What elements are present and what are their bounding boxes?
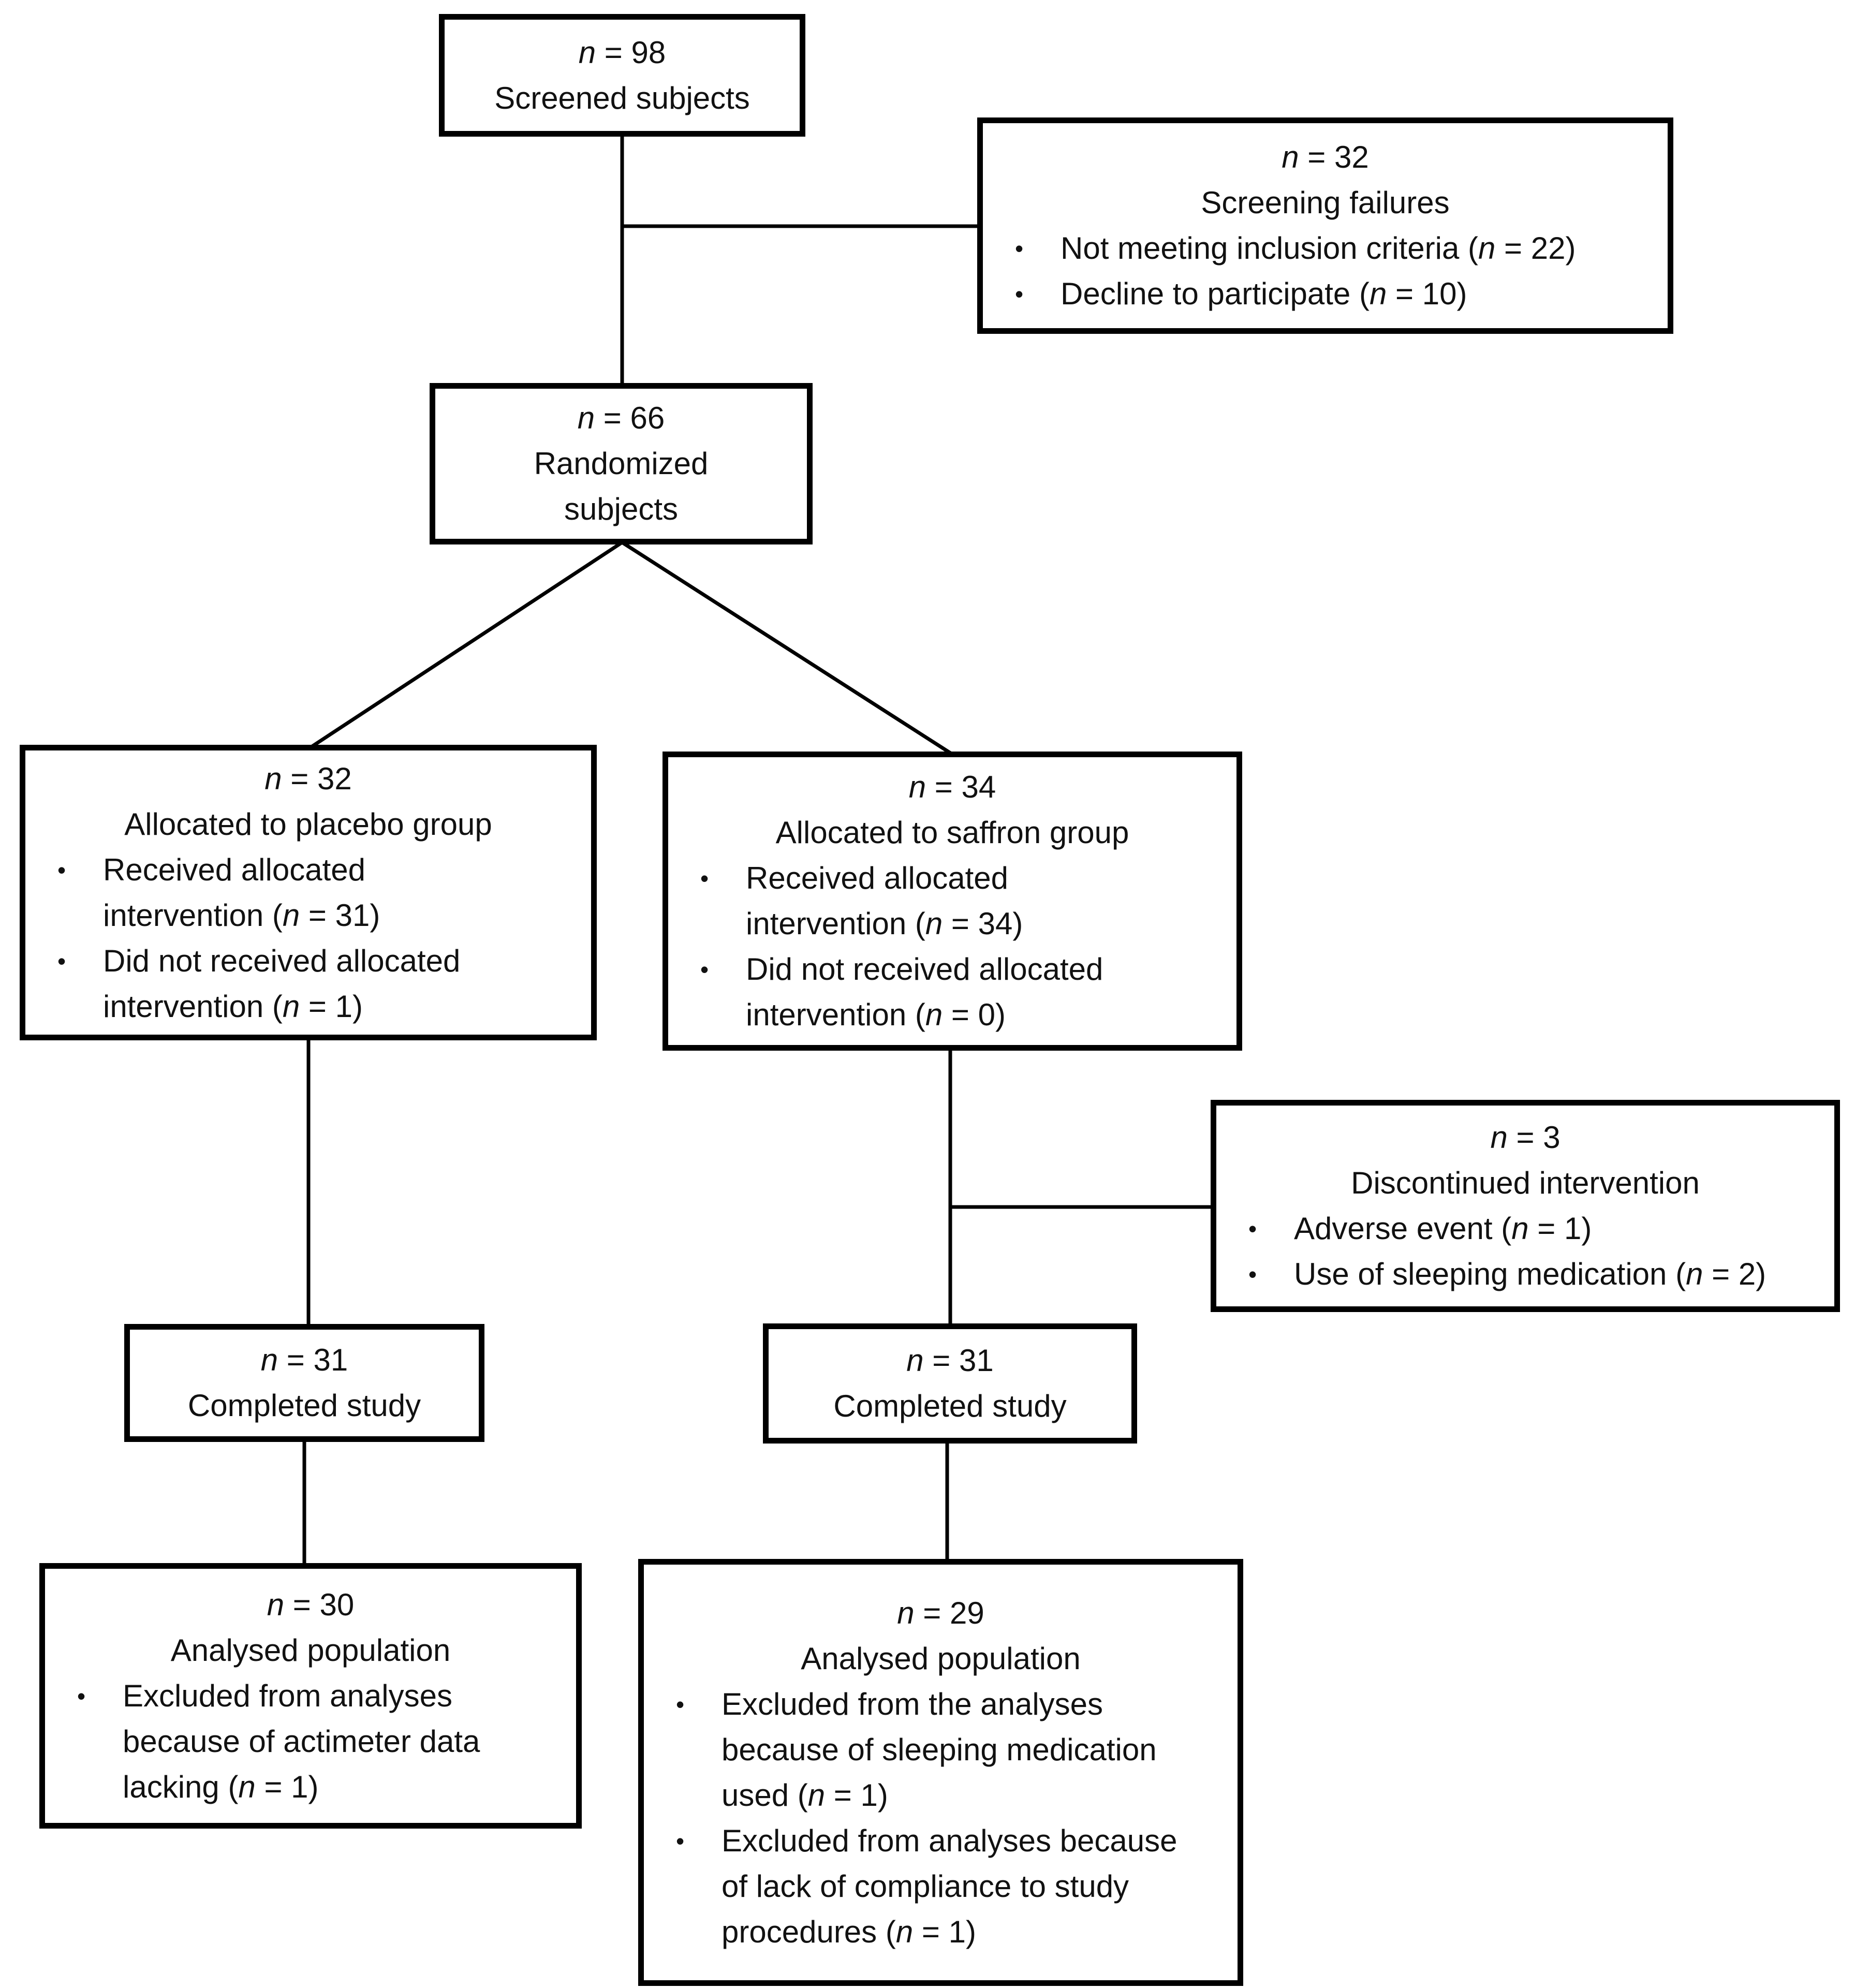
label-line: Analysed population [801,1641,1081,1676]
list-item: • Use of sleeping medication (n = 2) [1216,1251,1834,1297]
label-line: Completed study [187,1388,421,1423]
bullet-icon: • [676,1690,685,1718]
bullet-icon: • [700,956,709,983]
label-line: Allocated to saffron group [775,815,1129,850]
label-line: subjects [564,492,679,526]
bullet-icon: • [700,865,709,892]
bullet-icon: • [1015,281,1024,307]
bullet-icon: • [1248,1261,1257,1288]
list-item-text: Use of sleeping medication (n = 2) [1294,1257,1766,1291]
count-line: n = 31 [906,1343,994,1378]
count-line: n = 30 [267,1587,355,1622]
bullet-icon: • [1015,235,1024,262]
bullet-icon: • [676,1827,685,1854]
list-item: • Not meeting inclusion criteria (n = 22… [983,226,1668,271]
count-line: n = 31 [260,1343,348,1377]
label-line: Randomized [534,446,709,481]
list-item: • Adverse event (n = 1) [1216,1206,1834,1251]
bullet-icon: • [1248,1215,1257,1242]
count-line: n = 32 [1282,140,1369,174]
connector-randomized-to-placebo [310,541,623,749]
list-item-text: Decline to participate (n = 10) [1061,276,1467,311]
count-line: n = 29 [897,1595,984,1630]
count-line: n = 66 [577,401,665,435]
box-allocated-saffron: n = 34 Allocated to saffron group • Rece… [662,752,1242,1051]
box-allocated-placebo: n = 32 Allocated to placebo group • Rece… [20,745,597,1040]
label-line: Screened subjects [494,80,750,115]
label-line: Completed study [833,1389,1067,1423]
count-line: n = 98 [578,35,666,70]
box-screening-failures: n = 32 Screening failures • Not meeting … [977,117,1673,334]
box-completed-study-placebo: n = 31 Completed study [124,1324,484,1442]
bullet-icon: • [77,1682,86,1710]
label-line: Allocated to placebo group [124,806,492,842]
box-randomized-subjects: n = 66 Randomized subjects [430,383,813,544]
count-line: n = 32 [264,761,352,796]
bullet-icon: • [57,947,66,975]
label-line: Discontinued intervention [1351,1166,1700,1200]
box-discontinued-intervention: n = 3 Discontinued intervention • Advers… [1211,1100,1840,1312]
box-analysed-population-saffron: n = 29 Analysed population • Excluded fr… [638,1559,1243,1986]
count-line: n = 3 [1490,1120,1560,1155]
box-completed-study-saffron: n = 31 Completed study [763,1323,1137,1444]
list-item-text: Adverse event (n = 1) [1294,1211,1592,1246]
bullet-icon: • [57,856,66,883]
count-line: n = 34 [908,770,996,804]
list-item-text: Not meeting inclusion criteria (n = 22) [1061,231,1576,266]
label-line: Screening failures [1201,185,1450,220]
list-item: • Decline to participate (n = 10) [983,271,1668,317]
box-analysed-population-placebo: n = 30 Analysed population • Excluded fr… [39,1563,582,1829]
connector-randomized-to-saffron [621,541,952,755]
box-screened-subjects: n = 98 Screened subjects [439,14,805,137]
label-line: Analysed population [170,1632,451,1668]
